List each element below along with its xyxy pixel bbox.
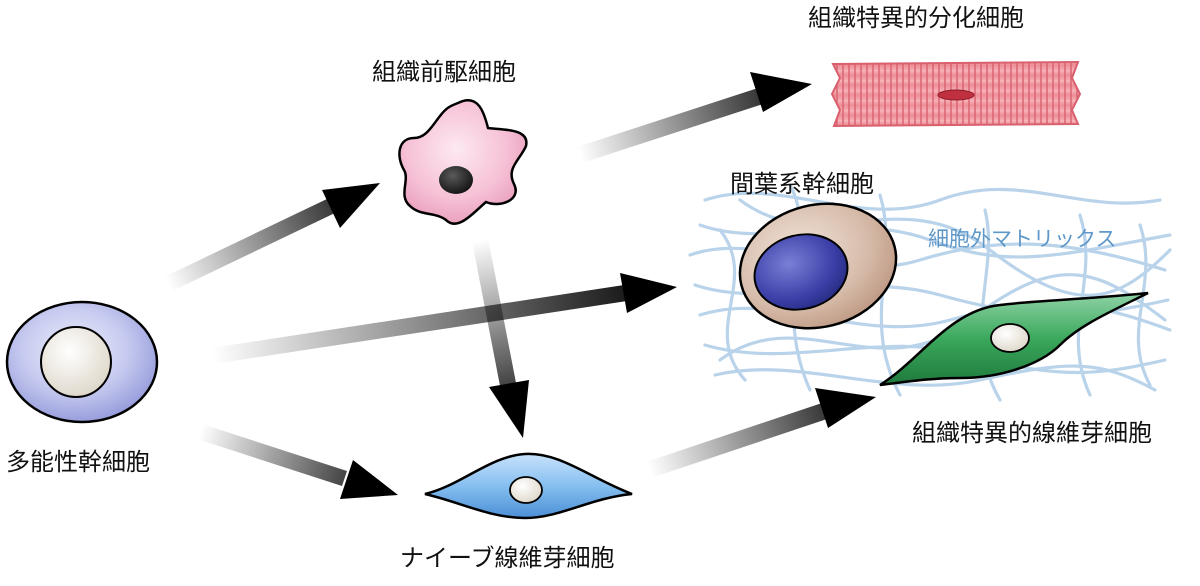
arrow-pluripotent-to-progenitor — [162, 183, 380, 293]
tissue-specific-fibroblast — [879, 291, 1149, 387]
naive-fibroblast — [424, 452, 633, 520]
pluripotent-stem-cell — [5, 300, 159, 424]
arrows — [162, 72, 876, 499]
pluripotent-nucleus — [40, 326, 112, 398]
label-pluripotent-stem-cell: 多能性幹細胞 — [6, 448, 150, 476]
arrow-progenitor-to-naive-fibroblast — [472, 238, 529, 438]
arrow-pluripotent-to-naive-fibroblast — [197, 424, 398, 499]
arrow-naive-to-tissue-fibroblast — [646, 388, 876, 478]
mesenchymal-nucleus — [753, 233, 849, 311]
label-tissue-specific-fibroblast: 組織特異的線維芽細胞 — [912, 419, 1152, 447]
naive-fibroblast-nucleus — [509, 476, 543, 504]
label-differentiated-cell: 組織特異的分化細胞 — [808, 4, 1024, 32]
arrow-pluripotent-to-mesenchymal — [211, 273, 677, 364]
tissue-progenitor-cell — [398, 99, 528, 225]
arrow-progenitor-to-differentiated — [577, 72, 812, 163]
label-extracellular-matrix: 細胞外マトリックス — [928, 227, 1116, 251]
muscle-nucleus — [937, 89, 975, 101]
label-mesenchymal-stem-cell: 間葉系幹細胞 — [730, 170, 874, 198]
label-tissue-progenitor-cell: 組織前駆細胞 — [372, 58, 516, 86]
differentiated-muscle-cell — [830, 60, 1082, 128]
mesenchymal-stem-cell — [738, 202, 898, 330]
label-naive-fibroblast: ナイーブ線維芽細胞 — [400, 544, 615, 572]
progenitor-nucleus — [439, 166, 473, 194]
tissue-fibroblast-nucleus — [990, 323, 1030, 353]
